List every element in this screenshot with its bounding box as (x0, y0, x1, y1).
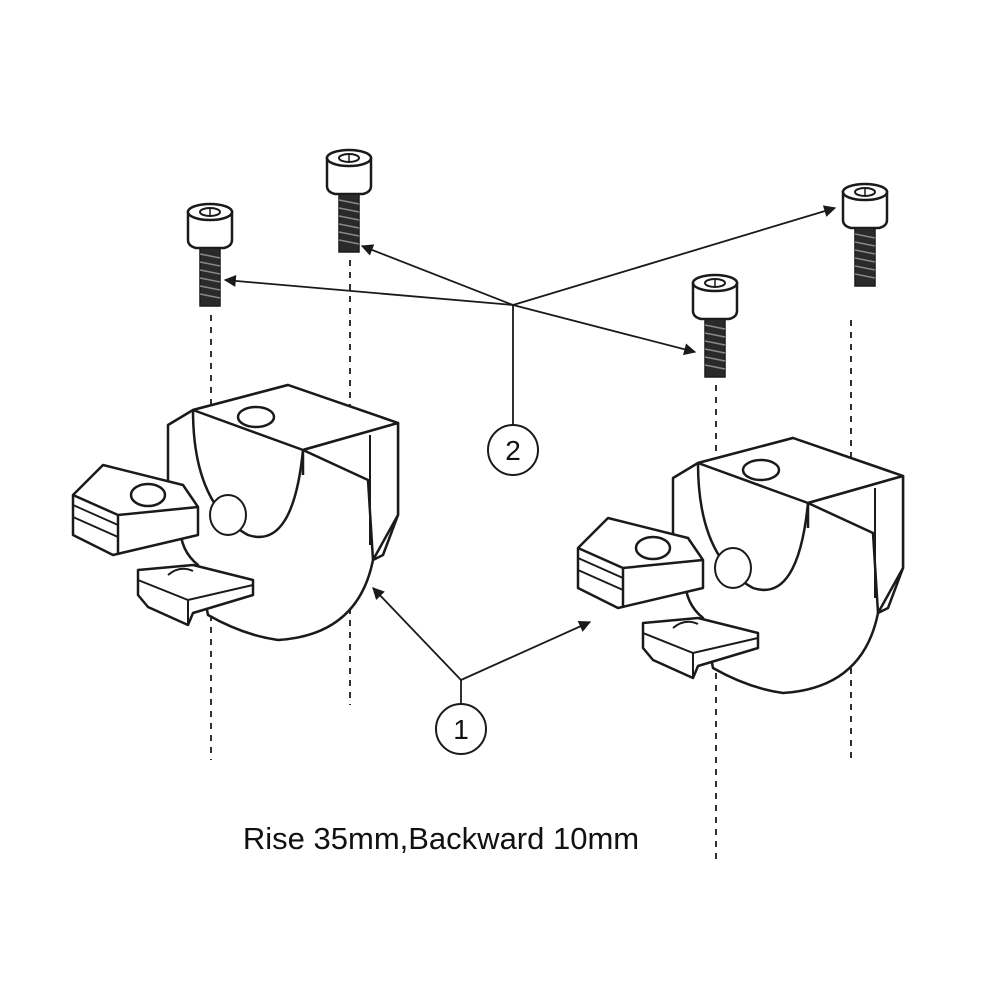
bolt-mid-left (325, 148, 373, 254)
diagram-caption: Rise 35mm,Backward 10mm (243, 821, 639, 856)
riser-clamp-left (71, 383, 400, 642)
bolt-far-right (841, 182, 889, 288)
callout-2-leaders (223, 205, 837, 425)
callout-2: 2 (487, 424, 539, 476)
callout-1-leaders (372, 587, 592, 705)
riser-clamp-right (576, 436, 905, 695)
bolt-mid-right (691, 273, 739, 379)
callout-1-label: 1 (453, 714, 469, 745)
bolt-far-left (186, 202, 234, 308)
callout-1: 1 (435, 703, 487, 755)
callout-2-label: 2 (505, 435, 521, 466)
